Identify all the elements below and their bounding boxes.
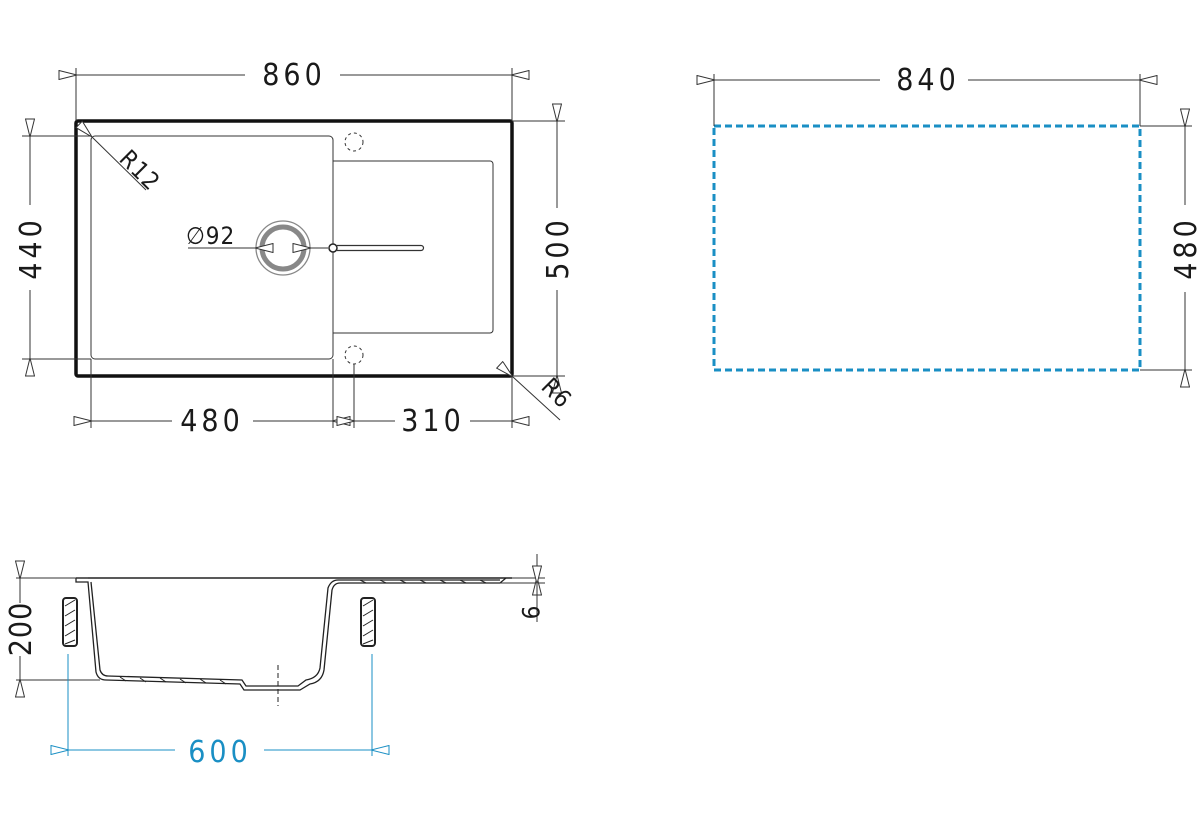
- cutout-outline: [712, 124, 1142, 372]
- dim-inner-radius: R12: [114, 144, 166, 196]
- cabinet-wall-right: [360, 597, 376, 647]
- dim-overall-width: 860: [262, 58, 326, 93]
- dim-outer-radius: R6: [536, 372, 578, 414]
- dim-cabinet-width: 600: [188, 735, 252, 770]
- sink-outline: [74, 119, 514, 378]
- section-view: 200 9 600: [4, 554, 545, 770]
- dim-drainer-width: 310: [401, 404, 465, 439]
- tap-hole-bottom: [344, 345, 364, 365]
- dim-cutout-width: 840: [896, 63, 960, 98]
- tap-hole-top: [344, 132, 364, 152]
- dim-drain-diameter: ∅92: [186, 222, 235, 250]
- overflow-channel: [337, 244, 425, 252]
- dim-bowl-height: 200: [4, 602, 39, 657]
- drainer-outline: [333, 160, 494, 334]
- drain-icon: [255, 220, 311, 276]
- dim-rim-thickness: 9: [516, 606, 544, 621]
- dim-bowl-width: 480: [180, 404, 244, 439]
- cutout-view: 840 480: [714, 63, 1200, 370]
- dim-bowl-depth: 440: [14, 216, 49, 280]
- top-view: 860 440 500 480 310 R12 R6 ∅92: [14, 58, 577, 439]
- cabinet-wall-left: [62, 597, 78, 647]
- sink-section: [75, 577, 507, 691]
- dim-overall-depth: 500: [541, 216, 576, 280]
- dim-cutout-depth: 480: [1169, 216, 1200, 280]
- overflow-icon: [328, 243, 338, 253]
